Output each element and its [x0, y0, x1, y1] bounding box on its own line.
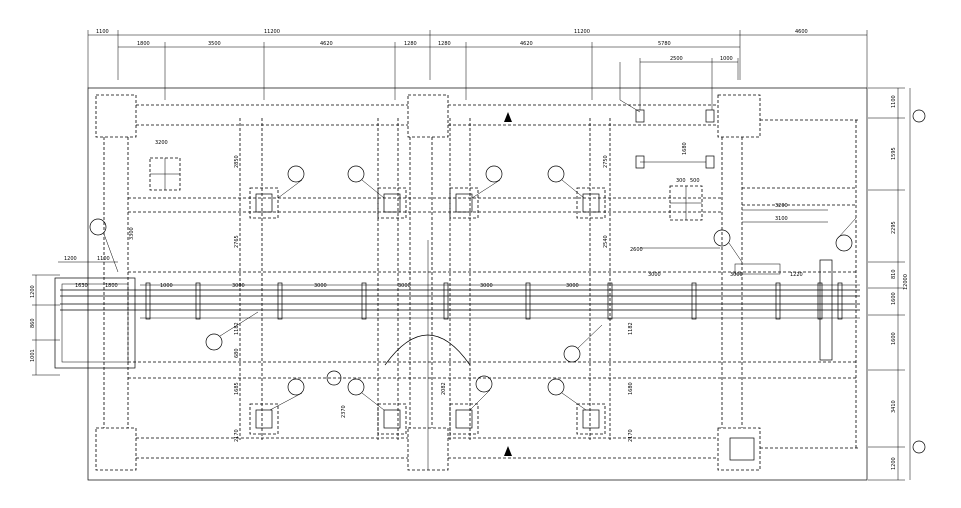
- right-dim-1: 1100: [891, 95, 897, 108]
- top-dimension-row-2: 1800 3500 4620 1280 1280 4620 5780: [118, 41, 740, 100]
- misc-label-7: 1630: [75, 283, 88, 289]
- row2-dim-2: 3500: [208, 41, 221, 47]
- v-label-1: 2850: [234, 155, 240, 168]
- right-dim-8: 1200: [891, 457, 897, 470]
- cluster-label-1: 3200: [155, 140, 168, 146]
- top-dimension-row-3: 2500 1000: [639, 56, 739, 110]
- right-dim-total: 12000: [903, 274, 909, 290]
- grade-beams: [103, 104, 860, 459]
- v-label-3: 2750: [603, 155, 609, 168]
- span-label-3: 3000: [398, 283, 411, 289]
- callout-circles: [89, 165, 857, 411]
- right-dim-4: 810: [891, 269, 897, 279]
- left-dimensions: 1200 860 1001 1200 1100: [30, 256, 118, 376]
- right-dim-6: 1600: [891, 332, 897, 345]
- v-label-8: 1680: [628, 382, 634, 395]
- inlet-structure: [54, 277, 136, 369]
- left-top-dim-1: 1200: [64, 256, 77, 262]
- right-dimension-chain: 1100 1595 2295 810 1600 1600 3410 1200 1…: [868, 87, 911, 481]
- right-dim-7: 3410: [891, 400, 897, 413]
- right-dim-3: 2295: [891, 221, 897, 234]
- top-dim-1: 1100: [96, 29, 109, 35]
- misc-label-5: 1220: [790, 272, 803, 278]
- row3-dim-1: 2500: [670, 56, 683, 62]
- left-dim-1: 1200: [30, 285, 36, 298]
- right-dim-2: 1595: [891, 147, 897, 160]
- row3-dim-2: 1000: [720, 56, 733, 62]
- row2-dim-3: 4620: [320, 41, 333, 47]
- v-label-4: 2540: [603, 235, 609, 248]
- v-label-13: 1680: [682, 142, 688, 155]
- v-label-6: 1182: [628, 322, 634, 335]
- section-arrow-top: [504, 112, 512, 122]
- misc-label-3: 3100: [775, 216, 788, 222]
- v-label-2: 2765: [234, 235, 240, 248]
- plan-boundary: [87, 87, 868, 481]
- row2-dim-5: 1280: [438, 41, 451, 47]
- v-label-12: 2082: [441, 382, 447, 395]
- top-dim-4: 4600: [795, 29, 808, 35]
- misc-label-2: 3200: [775, 203, 788, 209]
- top-dim-2: 11200: [264, 29, 280, 35]
- span-label-1: 3000: [232, 283, 245, 289]
- axis-bubble-bottom: [912, 440, 926, 454]
- v-label-14: 3300: [129, 227, 135, 240]
- top-dimension-row-1: 1100 11200 11200 4600: [87, 29, 868, 88]
- misc-label-4: 3000: [730, 272, 743, 278]
- left-top-dim-2: 1100: [97, 256, 110, 262]
- v-label-7: 1685: [234, 382, 240, 395]
- v-label-5: 1182: [234, 322, 240, 335]
- row2-dim-6: 4620: [520, 41, 533, 47]
- misc-labels: 2600 3200 3100 3000 1220 1000 1630 1800: [75, 203, 828, 289]
- right-dim-5: 1600: [891, 292, 897, 305]
- column-stubs: [619, 62, 715, 169]
- v-label-10: 2170: [628, 429, 634, 442]
- span-label-6: 3000: [648, 272, 661, 278]
- small-pile-clusters: 3200 300 500: [149, 140, 703, 221]
- left-dim-3: 1001: [30, 349, 36, 362]
- pipe-corridor: [60, 284, 860, 319]
- axis-bubble-top: [912, 109, 926, 123]
- row2-dim-7: 5780: [658, 41, 671, 47]
- span-labels: 3000 3000 3000 3000 3000 3000: [232, 272, 661, 289]
- misc-label-8: 1800: [105, 283, 118, 289]
- span-label-2: 3000: [314, 283, 327, 289]
- misc-label-1: 2600: [630, 247, 643, 253]
- interior-pile-caps: [249, 187, 755, 461]
- span-label-5: 3000: [566, 283, 579, 289]
- top-dim-3: 11200: [574, 29, 590, 35]
- v-label-11: 2370: [341, 405, 347, 418]
- cluster-label-2: 300: [676, 178, 686, 184]
- misc-label-6: 1000: [160, 283, 173, 289]
- cluster-label-3: 500: [690, 178, 700, 184]
- v-label-15: 680: [234, 348, 240, 358]
- interior-vertical-labels: 2850 2765 2750 2540 1182 1182 1685 1680 …: [129, 142, 688, 442]
- pipe-fittings: [145, 259, 843, 361]
- left-dim-2: 860: [30, 318, 36, 328]
- section-arrow-bottom: [504, 446, 512, 456]
- v-label-9: 2170: [234, 429, 240, 442]
- row2-dim-1: 1800: [137, 41, 150, 47]
- span-label-4: 3000: [480, 283, 493, 289]
- row2-dim-4: 1280: [404, 41, 417, 47]
